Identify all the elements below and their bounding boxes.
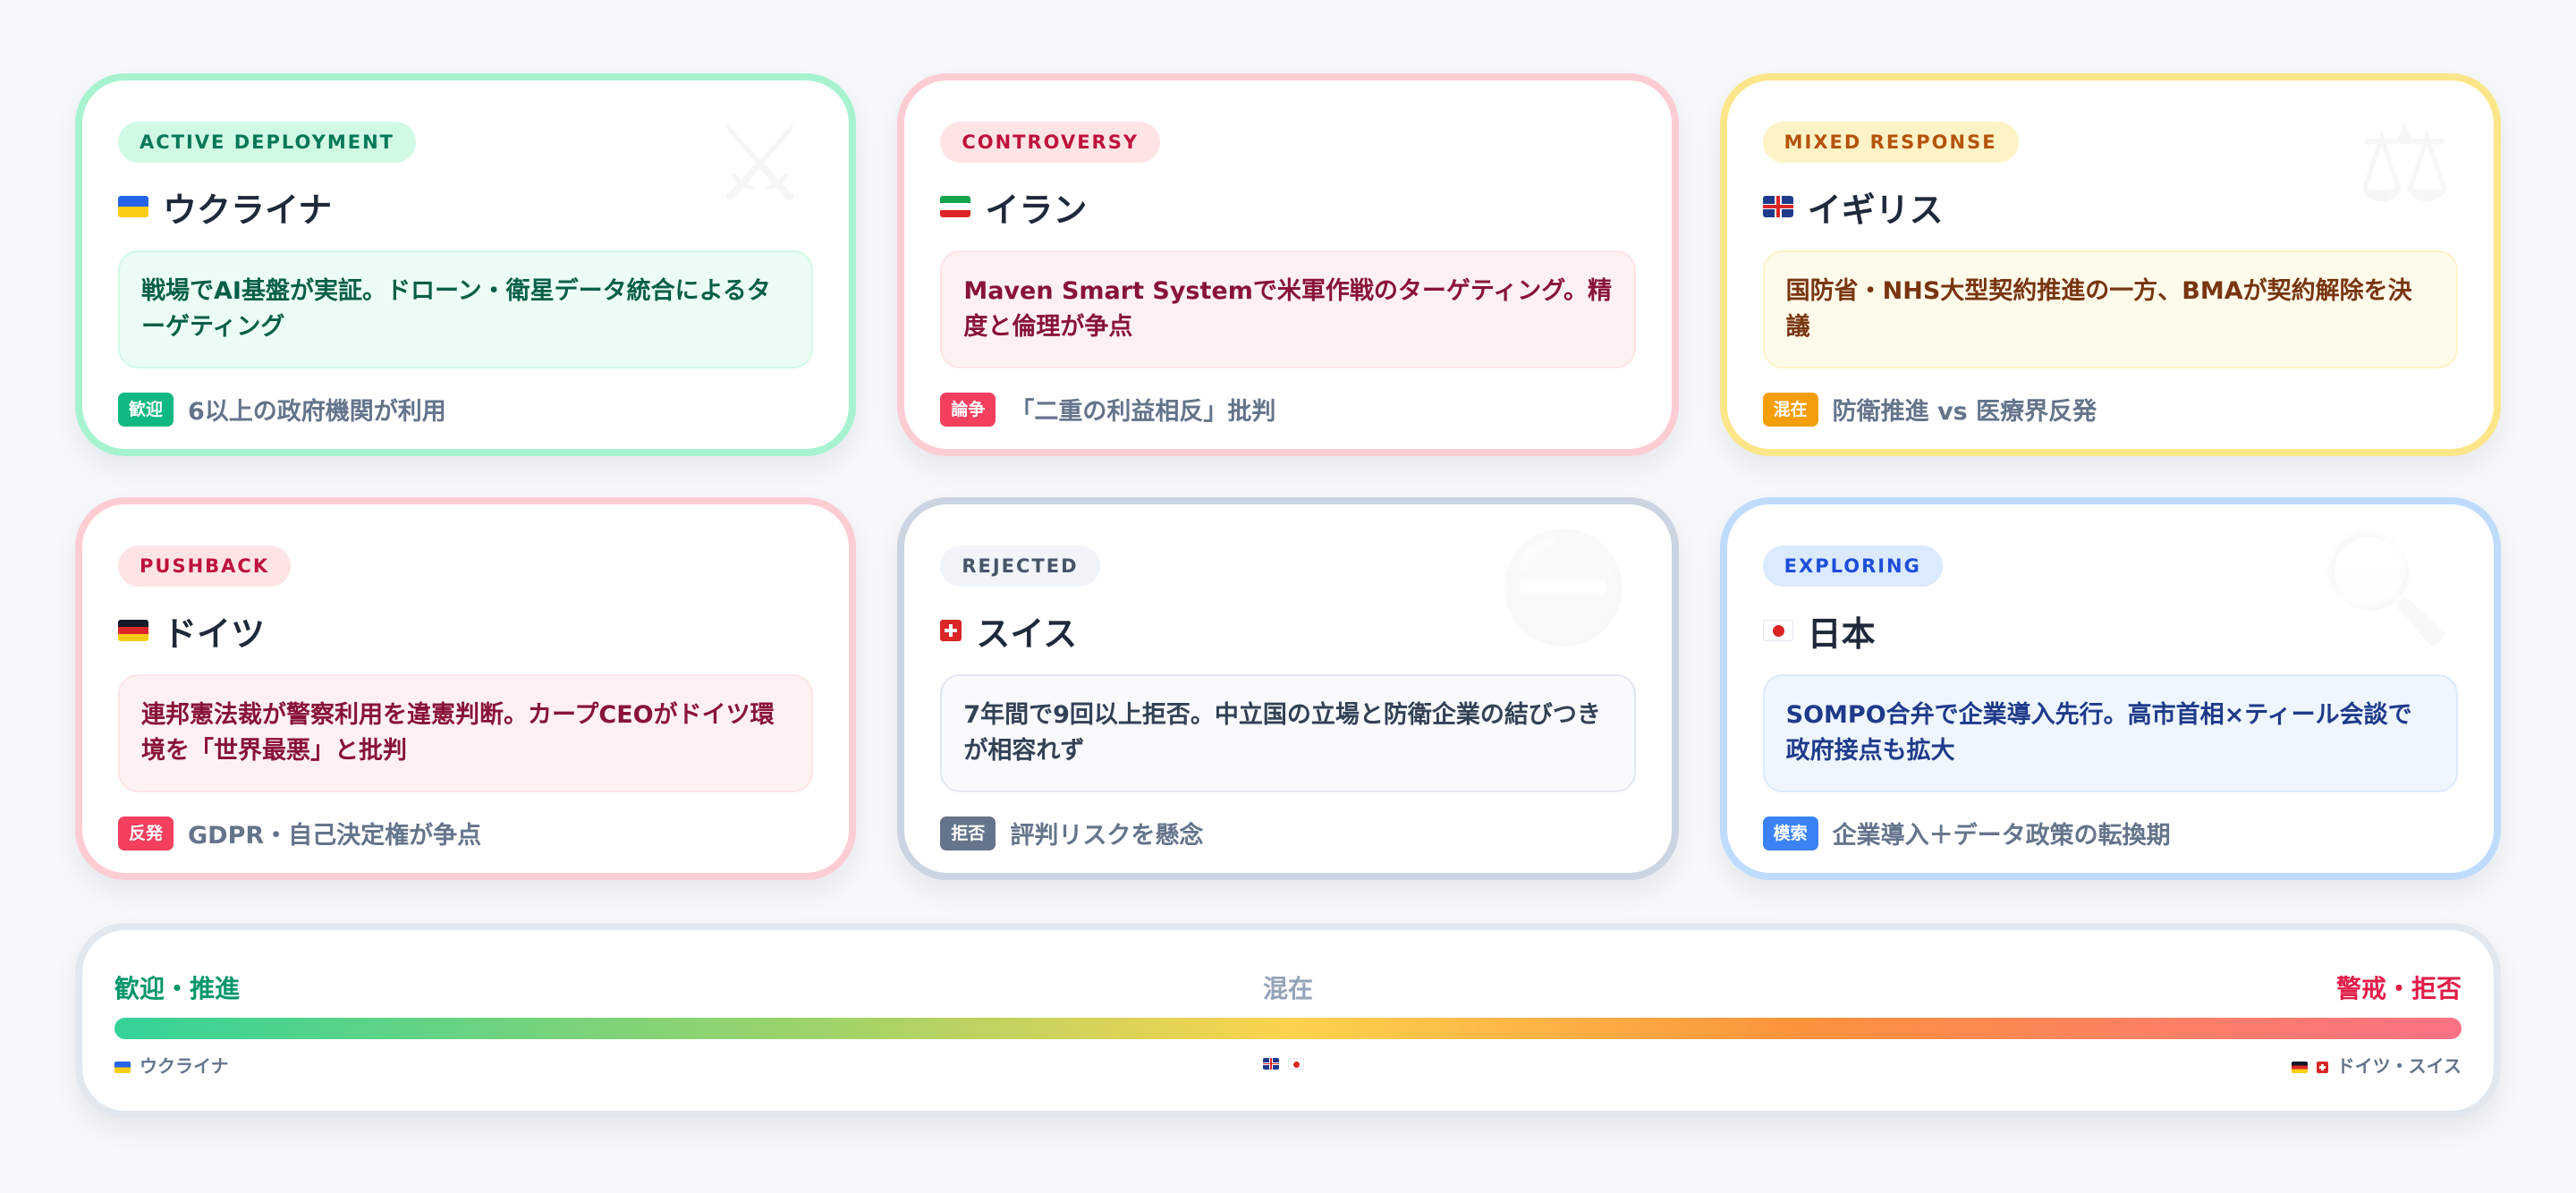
status-tag: CONTROVERSY [940, 122, 1161, 163]
country-name: 日本 [1807, 613, 1876, 654]
marker-label: ドイツ・スイス [2336, 1055, 2462, 1077]
card-note: 企業導入＋データ政策の転換期 [1832, 822, 2171, 850]
stance-badge: 拒否 [940, 816, 996, 850]
status-tag: EXPLORING [1762, 546, 1943, 587]
card-description: Maven Smart Systemで米軍作戦のターゲティング。精度と倫理が争点 [940, 250, 1636, 368]
card-description: 連邦憲法裁が警察利用を違憲判断。カープCEOがドイツ環境を「世界最悪」と批判 [118, 674, 814, 792]
japan-flag-icon [1762, 620, 1793, 641]
card-description: 7年間で9回以上拒否。中立国の立場と防衛企業の結びつきが相容れず [940, 674, 1636, 792]
card-description: 戦場でAI基盤が実証。ドローン・衛星データ統合によるターゲティング [118, 250, 814, 368]
card-description: 国防省・NHS大型契約推進の一方、BMAが契約解除を決議 [1762, 250, 2458, 368]
marker-label: ウクライナ [140, 1055, 229, 1077]
card-description: SOMPO合弁で企業導入先行。高市首相×ティール会談で政府接点も拡大 [1762, 674, 2458, 792]
switzerland-flag-icon [2316, 1062, 2328, 1073]
card-note: 評判リスクを懸念 [1010, 822, 1204, 850]
card-iran[interactable]: CONTROVERSY イラン Maven Smart Systemで米軍作戦の… [897, 73, 1679, 456]
country-name: スイス [976, 613, 1078, 654]
spectrum-gradient-bar [114, 1018, 2462, 1039]
switzerland-flag-icon [940, 620, 962, 641]
stance-badge: 歓迎 [118, 392, 174, 427]
spectrum-label-reject: 警戒・拒否 [2335, 974, 2462, 1003]
country-name: ドイツ [163, 613, 266, 654]
status-tag: MIXED RESPONSE [1762, 122, 2019, 163]
card-uk[interactable]: ⚖ MIXED RESPONSE イギリス 国防省・NHS大型契約推進の一方、B… [1719, 73, 2501, 456]
card-note: 防衛推進 vs 医療界反発 [1832, 398, 2097, 426]
country-name: イラン [985, 190, 1088, 230]
japan-flag-icon [1288, 1058, 1304, 1070]
card-germany[interactable]: PUSHBACK ドイツ 連邦憲法裁が警察利用を違憲判断。カープCEOがドイツ環… [75, 497, 857, 880]
iran-flag-icon [940, 196, 971, 217]
spectrum-label-mixed: 混在 [1262, 974, 1314, 1003]
stance-spectrum-panel: 歓迎・推進 混在 警戒・拒否 ウクライナ ドイツ・スイス [75, 923, 2501, 1118]
status-tag: REJECTED [940, 546, 1100, 587]
stance-badge: 反発 [118, 816, 174, 850]
stance-badge: 混在 [1762, 392, 1818, 427]
country-cards-grid: ⚔ ACTIVE DEPLOYMENT ウクライナ 戦場でAI基盤が実証。ドロー… [75, 73, 2501, 880]
card-note: 6以上の政府機関が利用 [188, 398, 446, 426]
spectrum-marker-mid [1263, 1052, 1313, 1073]
card-switzerland[interactable]: ⛔ REJECTED スイス 7年間で9回以上拒否。中立国の立場と防衛企業の結び… [897, 497, 1679, 880]
card-note: GDPR・自己決定権が争点 [188, 822, 482, 850]
stance-badge: 論争 [940, 392, 996, 427]
card-note: 「二重の利益相反」批判 [1010, 398, 1276, 426]
spectrum-marker-right: ドイツ・スイス [2291, 1052, 2462, 1078]
spectrum-label-welcome: 歓迎・推進 [114, 974, 241, 1003]
germany-flag-icon [2291, 1062, 2308, 1073]
ukraine-flag-icon [114, 1062, 131, 1073]
card-ukraine[interactable]: ⚔ ACTIVE DEPLOYMENT ウクライナ 戦場でAI基盤が実証。ドロー… [75, 73, 857, 456]
status-tag: PUSHBACK [118, 546, 292, 587]
germany-flag-icon [118, 620, 148, 641]
country-name: イギリス [1807, 190, 1944, 230]
uk-flag-icon [1762, 196, 1793, 217]
ukraine-flag-icon [118, 196, 148, 217]
uk-flag-icon [1263, 1058, 1279, 1070]
stance-badge: 模索 [1762, 816, 1818, 850]
country-name: ウクライナ [163, 190, 333, 230]
status-tag: ACTIVE DEPLOYMENT [118, 122, 416, 163]
spectrum-marker-left: ウクライナ [114, 1052, 229, 1078]
card-japan[interactable]: 🔍 EXPLORING 日本 SOMPO合弁で企業導入先行。高市首相×ティール会… [1719, 497, 2501, 880]
